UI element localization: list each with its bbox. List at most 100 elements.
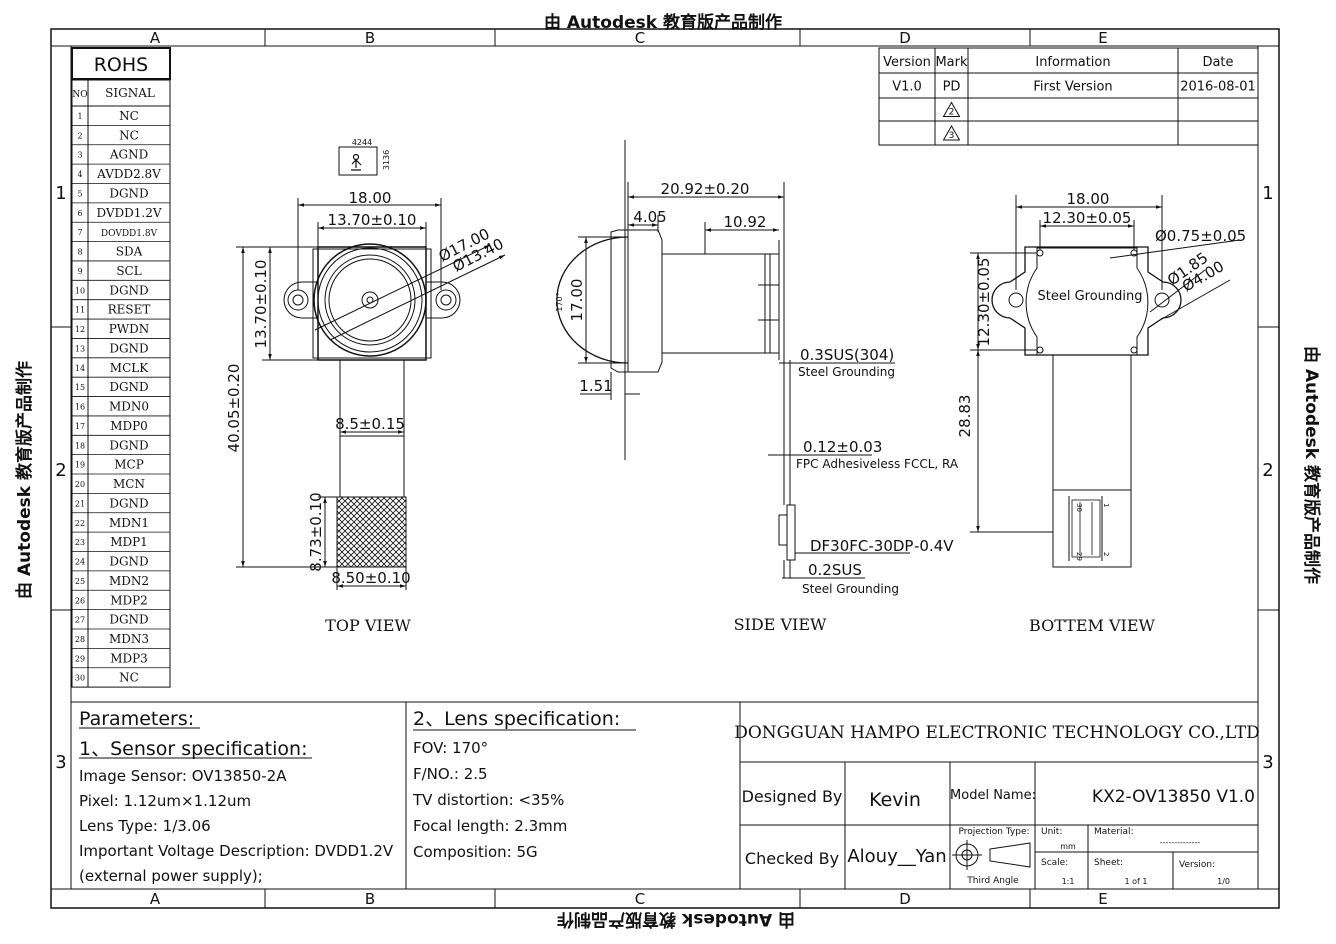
param-line-1: Image Sensor: OV13850-2A <box>79 767 287 785</box>
watermark-bottom: 由 Autodesk 教育版产品制作 <box>557 909 795 930</box>
pin-signal: AVDD2.8V <box>96 167 161 181</box>
bottom-dim-holes: 12.30±0.05 <box>1043 209 1132 227</box>
grid-row-1-right: 1 <box>1262 183 1273 204</box>
grid-col-e-top: E <box>1098 29 1107 47</box>
pin-no: 18 <box>75 441 85 450</box>
unit-label: Unit: <box>1041 827 1062 837</box>
top-dim-total: 40.05±0.20 <box>225 364 243 453</box>
rohs-label: ROHS <box>94 54 149 76</box>
pin-signal: MDN3 <box>109 632 149 646</box>
side-view <box>556 140 910 579</box>
side-dim-lens: 4.05 <box>633 208 666 226</box>
pin-signal: MCN <box>113 477 145 491</box>
pin-no: 16 <box>75 403 85 412</box>
bottom-dim-len: 28.83 <box>956 395 974 438</box>
sheet-value: 1 of 1 <box>1125 877 1148 886</box>
pin-no: 17 <box>75 422 85 431</box>
pin-no: 2 <box>77 131 82 140</box>
grid-col-e-bottom: E <box>1098 890 1107 908</box>
grid-col-d-top: D <box>899 29 911 47</box>
top-label-code2: 3136 <box>382 150 391 170</box>
lens-line-3: TV distortion: <35% <box>412 791 564 809</box>
rev-info: First Version <box>1033 80 1112 95</box>
pin-no: 23 <box>75 538 85 547</box>
side-dim-total: 20.92±0.20 <box>661 180 750 198</box>
pin-no: 29 <box>75 654 85 663</box>
rev-mark: PD <box>943 80 961 95</box>
pin-signal: DGND <box>109 555 148 569</box>
grid-col-d-bottom: D <box>899 890 911 908</box>
pin-signal: MDP1 <box>110 535 148 549</box>
pin-signal: NC <box>119 128 139 142</box>
pin-no: 7 <box>77 228 82 237</box>
pin-signal: MCLK <box>110 361 149 375</box>
bottom-pin-d: 2 <box>1102 552 1110 556</box>
side-sus-sub: Steel Grounding <box>798 365 895 379</box>
top-dim-inner: 13.70±0.10 <box>328 211 417 229</box>
revision-triangle-icon <box>942 101 961 117</box>
side-angle: 170° <box>555 292 564 311</box>
drawing-frame <box>50 28 1280 909</box>
pin-signal: MCP <box>114 458 144 472</box>
unit-value: mm <box>1060 842 1076 851</box>
grid-row-3-right: 3 <box>1262 752 1273 773</box>
title-block: DONGGUAN HAMPO ELECTRONIC TECHNOLOGY CO.… <box>734 723 1260 886</box>
watermark-top: 由 Autodesk 教育版产品制作 <box>544 12 782 33</box>
pin-signal: DGND <box>109 496 148 510</box>
pin-no: 8 <box>77 248 82 257</box>
pin-no: 25 <box>75 577 85 586</box>
rev-header: Information <box>1035 55 1110 70</box>
designed-by-label: Designed By <box>742 787 843 806</box>
pin-signal: DVDD1.2V <box>96 206 161 220</box>
pin-signal: RESET <box>108 303 151 317</box>
grid-col-c-top: C <box>635 29 645 47</box>
pin-no: 6 <box>77 209 82 218</box>
pin-signal: PWDN <box>109 322 150 336</box>
pin-signal: AGND <box>109 148 148 162</box>
side-sus2-label: 0.2SUS <box>808 561 862 579</box>
top-dim-width: 18.00 <box>349 189 392 207</box>
pin-signal: DGND <box>109 438 148 452</box>
pin-header-signal: SIGNAL <box>105 86 155 100</box>
rohs-box <box>71 47 171 80</box>
top-dim-h-inner: 13.70±0.10 <box>252 260 270 349</box>
projection-label: Projection Type: <box>958 827 1029 837</box>
pin-signal: MDP3 <box>110 651 148 665</box>
pin-no: 3 <box>77 151 82 160</box>
pin-signal: MDN2 <box>109 574 149 588</box>
bottom-ground: Steel Grounding <box>1037 289 1142 304</box>
bottom-view-title: BOTTEM VIEW <box>1029 616 1156 635</box>
checked-by-label: Checked By <box>745 849 839 868</box>
pin-signal: SCL <box>116 264 141 278</box>
pin-signal: DGND <box>109 186 148 200</box>
pin-no: 4 <box>77 170 82 179</box>
side-dim-h: 17.00 <box>568 279 586 322</box>
pin-signal: NC <box>119 109 139 123</box>
side-sus2-sub: Steel Grounding <box>802 582 899 596</box>
bottom-pin-c: 29 <box>1075 552 1083 561</box>
revision-triangle-icon <box>942 124 961 141</box>
pin-no: 11 <box>75 306 85 315</box>
pin-no: 24 <box>75 558 85 567</box>
pin-no: 21 <box>75 499 85 508</box>
bottom-section-lines <box>71 701 1258 889</box>
material-label: Material: <box>1094 827 1134 837</box>
rev-date: 2016-08-01 <box>1180 80 1256 95</box>
checked-by: Alouy__Yan <box>847 846 946 867</box>
grid-row-2-left: 2 <box>55 460 66 481</box>
grid-row-3-left: 3 <box>55 752 66 773</box>
bottom-dim-pad: Ø0.75±0.05 <box>1155 227 1246 245</box>
pin-no: 27 <box>75 616 85 625</box>
model-label: Model Name: <box>950 788 1036 803</box>
bottom-dim-width: 18.00 <box>1067 190 1110 208</box>
pin-no: 30 <box>75 674 85 683</box>
grid-row-2-right: 2 <box>1262 460 1273 481</box>
pin-signal: DOVDD1.8V <box>101 229 158 239</box>
pin-no: 19 <box>75 461 85 470</box>
pin-signal: NC <box>119 671 139 685</box>
top-dim-stiff-h: 8.73±0.10 <box>307 492 325 571</box>
side-dim-body: 10.92 <box>724 213 767 231</box>
designed-by: Kevin <box>869 789 921 811</box>
